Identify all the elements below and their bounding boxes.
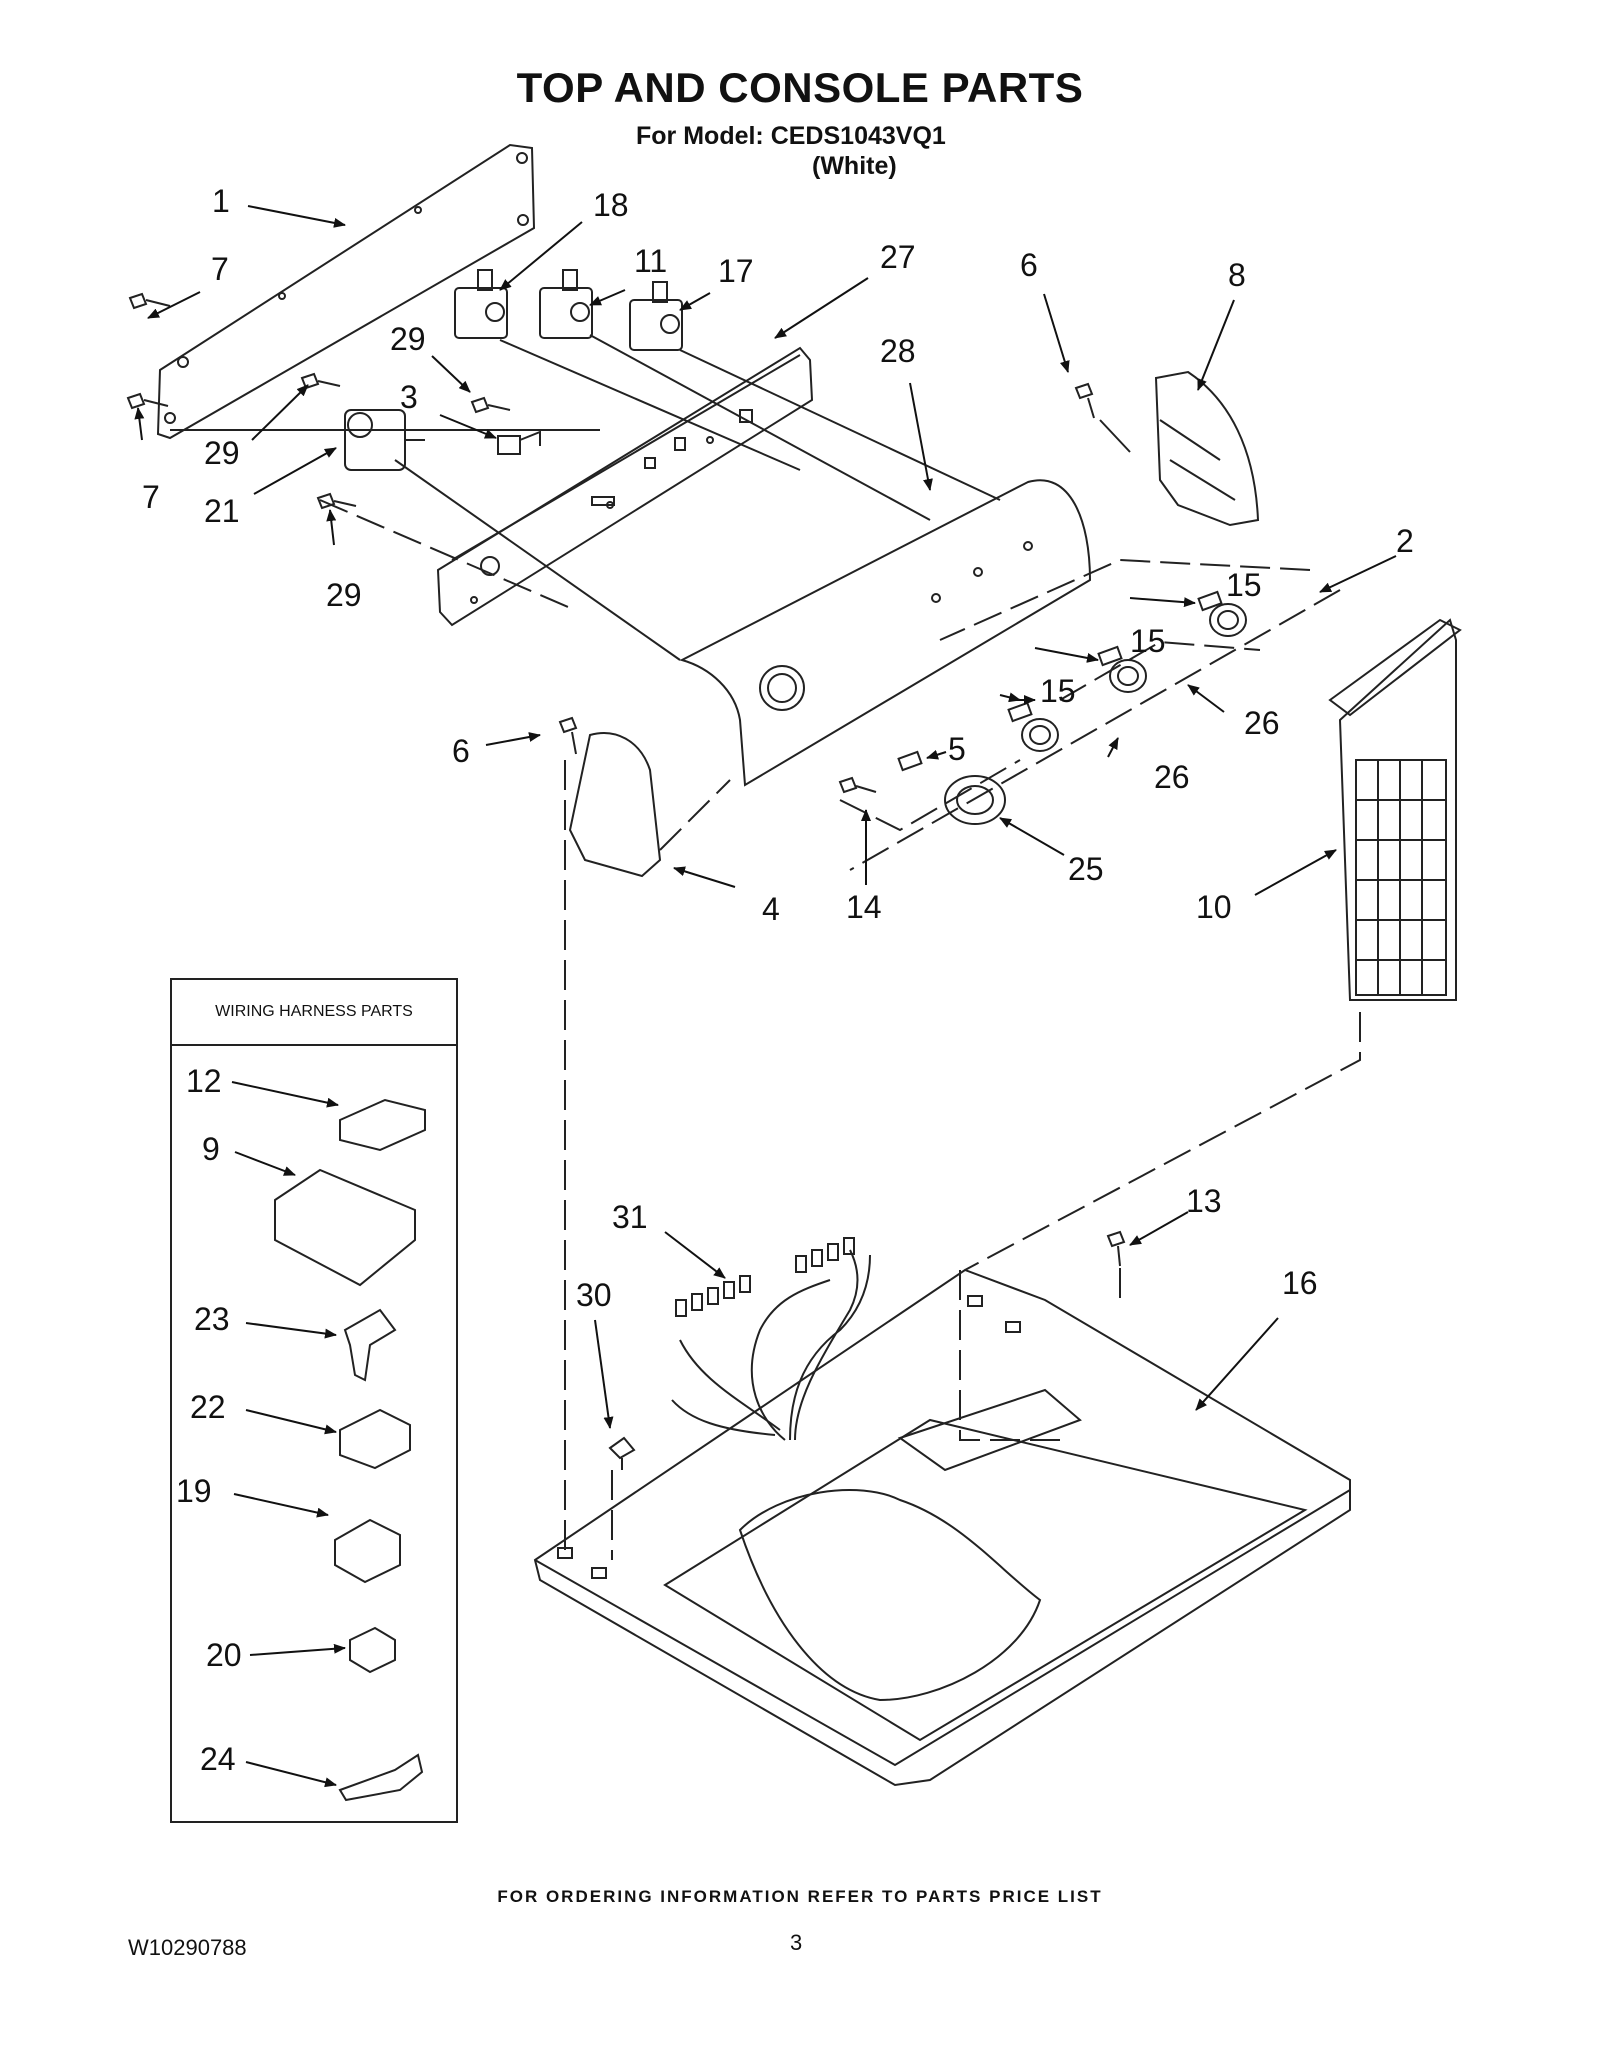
callout-25: 25 (1068, 851, 1104, 887)
callout-27: 27 (880, 239, 916, 275)
callout-7-lower: 7 (142, 479, 160, 515)
part-25-knob (944, 775, 1006, 825)
part-24-terminal (338, 1753, 424, 1802)
callout-15-b: 15 (1130, 623, 1166, 659)
screw-7-upper (128, 292, 171, 310)
callout-6-upper: 6 (1020, 247, 1038, 283)
callout-15-a: 15 (1226, 567, 1262, 603)
part-5-insert (897, 750, 923, 772)
part-20-connector (349, 1626, 396, 1674)
callout-26-lower: 26 (1154, 759, 1190, 795)
callout-6-lower: 6 (452, 733, 470, 769)
part-22-connector (339, 1408, 411, 1470)
part-2-knob-upper (1209, 603, 1247, 637)
color-line: (White) (812, 152, 897, 180)
screw-29-c (316, 492, 357, 510)
wiring-harness-title: WIRING HARNESS PARTS (172, 980, 456, 1046)
part-17-switch (629, 281, 683, 351)
screw-14 (838, 776, 877, 794)
callout-26-upper: 26 (1244, 705, 1280, 741)
part-27-console-frame (436, 346, 814, 627)
part-15-insert-a (1197, 590, 1223, 612)
model-line: For Model: CEDS1043VQ1 (636, 122, 946, 150)
page-title: TOP AND CONSOLE PARTS (516, 64, 1084, 111)
screw-6-upper (1074, 382, 1095, 419)
callout-8: 8 (1228, 257, 1246, 293)
callout-15-c: 15 (1040, 673, 1076, 709)
document-number: W10290788 (128, 1935, 247, 1960)
page-number: 3 (790, 1930, 803, 1955)
part-9-connector (274, 1168, 416, 1287)
callout-2: 2 (1396, 523, 1414, 559)
part-15-insert-b (1097, 645, 1123, 667)
callout-20: 20 (206, 1637, 242, 1673)
screw-7-lower (126, 392, 169, 410)
callout-7-upper: 7 (211, 251, 229, 287)
callout-29-b: 29 (204, 435, 240, 471)
callout-30: 30 (576, 1277, 612, 1313)
callout-10: 10 (1196, 889, 1232, 925)
part-16-top-panel (533, 1268, 1351, 1787)
screw-6-lower (558, 716, 578, 755)
callout-3: 3 (400, 379, 418, 415)
part-28-control-panel (679, 479, 1092, 787)
callout-28: 28 (880, 333, 916, 369)
screw-13 (1106, 1230, 1126, 1267)
part-30-hook (608, 1436, 636, 1470)
callout-22: 22 (190, 1389, 226, 1425)
part-3-clip (497, 435, 521, 455)
part-26-knob-lower (1021, 718, 1059, 752)
ordering-note: FOR ORDERING INFORMATION REFER TO PARTS … (497, 1887, 1103, 1906)
part-26-knob-middle (1109, 659, 1147, 693)
part-8-end-cap-right (1154, 370, 1260, 527)
part-23-clip (343, 1308, 397, 1382)
part-11-switch (539, 269, 593, 339)
callout-16: 16 (1282, 1265, 1318, 1301)
callout-4: 4 (762, 891, 780, 927)
part-19-connector (334, 1518, 401, 1584)
callout-21: 21 (204, 493, 240, 529)
callout-14: 14 (846, 889, 882, 925)
callout-23: 23 (194, 1301, 230, 1337)
part-31-wire-harness (671, 1237, 1042, 1702)
part-12-connector (339, 1098, 426, 1152)
callout-18: 18 (593, 187, 629, 223)
part-4-end-cap-left (568, 732, 662, 878)
callout-5: 5 (948, 731, 966, 767)
part-10-lint-screen (1328, 618, 1462, 1001)
callout-29-a: 29 (390, 321, 426, 357)
callout-31: 31 (612, 1199, 648, 1235)
part-21-timer (344, 409, 425, 471)
screw-29-b (470, 396, 511, 414)
callout-24: 24 (200, 1741, 236, 1777)
callout-11: 11 (634, 243, 667, 279)
wiring-harness-box: WIRING HARNESS PARTS (170, 978, 458, 1823)
callout-19: 19 (176, 1473, 212, 1509)
part-1-bracket (156, 143, 536, 440)
callout-9: 9 (202, 1131, 220, 1167)
callout-17: 17 (718, 253, 754, 289)
callout-29-c: 29 (326, 577, 362, 613)
callout-1: 1 (212, 183, 230, 219)
part-15-insert-c (1007, 701, 1033, 723)
part-18-switch (454, 269, 508, 339)
callout-12: 12 (186, 1063, 222, 1099)
callout-13: 13 (1186, 1183, 1222, 1219)
